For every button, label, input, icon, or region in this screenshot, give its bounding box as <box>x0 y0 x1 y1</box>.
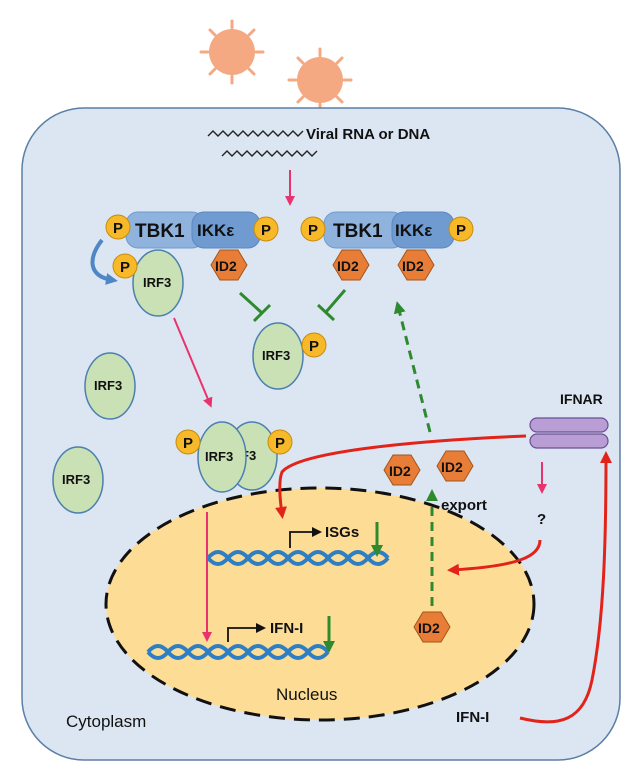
phospho-group: P <box>267 429 293 455</box>
svg-text:P: P <box>261 222 271 239</box>
ifnar-label: IFNAR <box>560 391 603 407</box>
svg-text:IRF3: IRF3 <box>94 378 122 393</box>
id2-hexagon: ID2 <box>397 249 435 281</box>
ifn-i-dna-helix <box>146 644 330 660</box>
svg-text:P: P <box>309 338 319 355</box>
irf3-oval <box>84 352 136 420</box>
svg-text:P: P <box>113 220 123 237</box>
svg-text:P: P <box>275 435 285 452</box>
mediator-to-nucleus-arrow <box>447 539 542 576</box>
phospho-group: P <box>448 216 474 242</box>
phospho-group: P <box>301 332 327 358</box>
tbk1-label: TBK1 <box>135 221 185 242</box>
cytoplasm-label: Cytoplasm <box>66 712 146 731</box>
phospho-group: P <box>105 214 131 240</box>
ifnar-signal-to-isgs-arrow <box>275 434 527 519</box>
ifn-i-transcription-start-arrow <box>227 623 266 642</box>
id2-hexagon: ID2 <box>436 450 474 482</box>
irf3-activation-arrow <box>173 317 213 408</box>
ifn-i-autocrine-arrow <box>519 451 612 724</box>
tbk1-ikke-complex-left: TBK1 IKKε <box>125 211 261 249</box>
id2-hexagon: ID2 <box>210 249 248 281</box>
svg-text:P: P <box>308 222 318 239</box>
irf3-oval <box>52 446 104 514</box>
svg-text:IRF3: IRF3 <box>205 449 233 464</box>
virus-icon <box>287 47 353 113</box>
irf3-oval <box>132 249 184 317</box>
phospho-group: P <box>253 216 279 242</box>
isgs-label: ISGs <box>325 524 359 541</box>
svg-text:ID2: ID2 <box>337 258 359 274</box>
unknown-mediator-label: ? <box>537 511 546 528</box>
ikke-label: IKKε <box>197 221 234 240</box>
phospho-group: P <box>112 253 138 279</box>
phospho-group: P <box>175 429 201 455</box>
tbk1-label: TBK1 <box>333 221 383 242</box>
svg-text:ID2: ID2 <box>441 459 463 475</box>
phospho-group: P <box>300 216 326 242</box>
ifn-i-secreted-label: IFN-I <box>456 709 489 726</box>
export-label: export <box>441 497 487 514</box>
svg-text:IRF3: IRF3 <box>62 472 90 487</box>
svg-text:ID2: ID2 <box>418 620 440 636</box>
svg-text:P: P <box>120 259 130 276</box>
viral-rna-dna-label: Viral RNA or DNA <box>306 126 430 143</box>
viral-nucleic-acid-icon <box>207 130 304 137</box>
svg-text:P: P <box>456 222 466 239</box>
ifn-i-gene-label: IFN-I <box>270 620 303 637</box>
phosphorylation-curved-arrow <box>90 238 118 285</box>
virus-icon <box>199 19 265 85</box>
id2-hexagon: ID2 <box>413 611 451 643</box>
inhibition-arrow <box>238 291 272 323</box>
ikke-label: IKKε <box>395 221 432 240</box>
irf3-oval <box>252 322 304 390</box>
id2-hexagon: ID2 <box>383 454 421 486</box>
nucleus-label: Nucleus <box>276 685 337 704</box>
id2-hexagon: ID2 <box>332 249 370 281</box>
viral-nucleic-acid-icon <box>221 150 318 157</box>
svg-text:IRF3: IRF3 <box>143 275 171 290</box>
inhibition-arrow <box>316 289 347 322</box>
svg-text:IRF3: IRF3 <box>262 348 290 363</box>
svg-text:ID2: ID2 <box>215 258 237 274</box>
irf3-dimer-oval-front <box>197 421 247 493</box>
svg-text:ID2: ID2 <box>389 463 411 479</box>
svg-text:ID2: ID2 <box>402 258 424 274</box>
ifnar-receptor <box>529 417 609 449</box>
nucleus <box>104 486 536 722</box>
svg-text:P: P <box>183 435 193 452</box>
tbk1-ikke-complex-right: TBK1 IKKε <box>323 211 455 249</box>
id2-redistribution-arrow <box>393 301 432 433</box>
isgs-transcription-start-arrow <box>289 527 322 548</box>
isgs-dna-helix <box>206 550 390 566</box>
